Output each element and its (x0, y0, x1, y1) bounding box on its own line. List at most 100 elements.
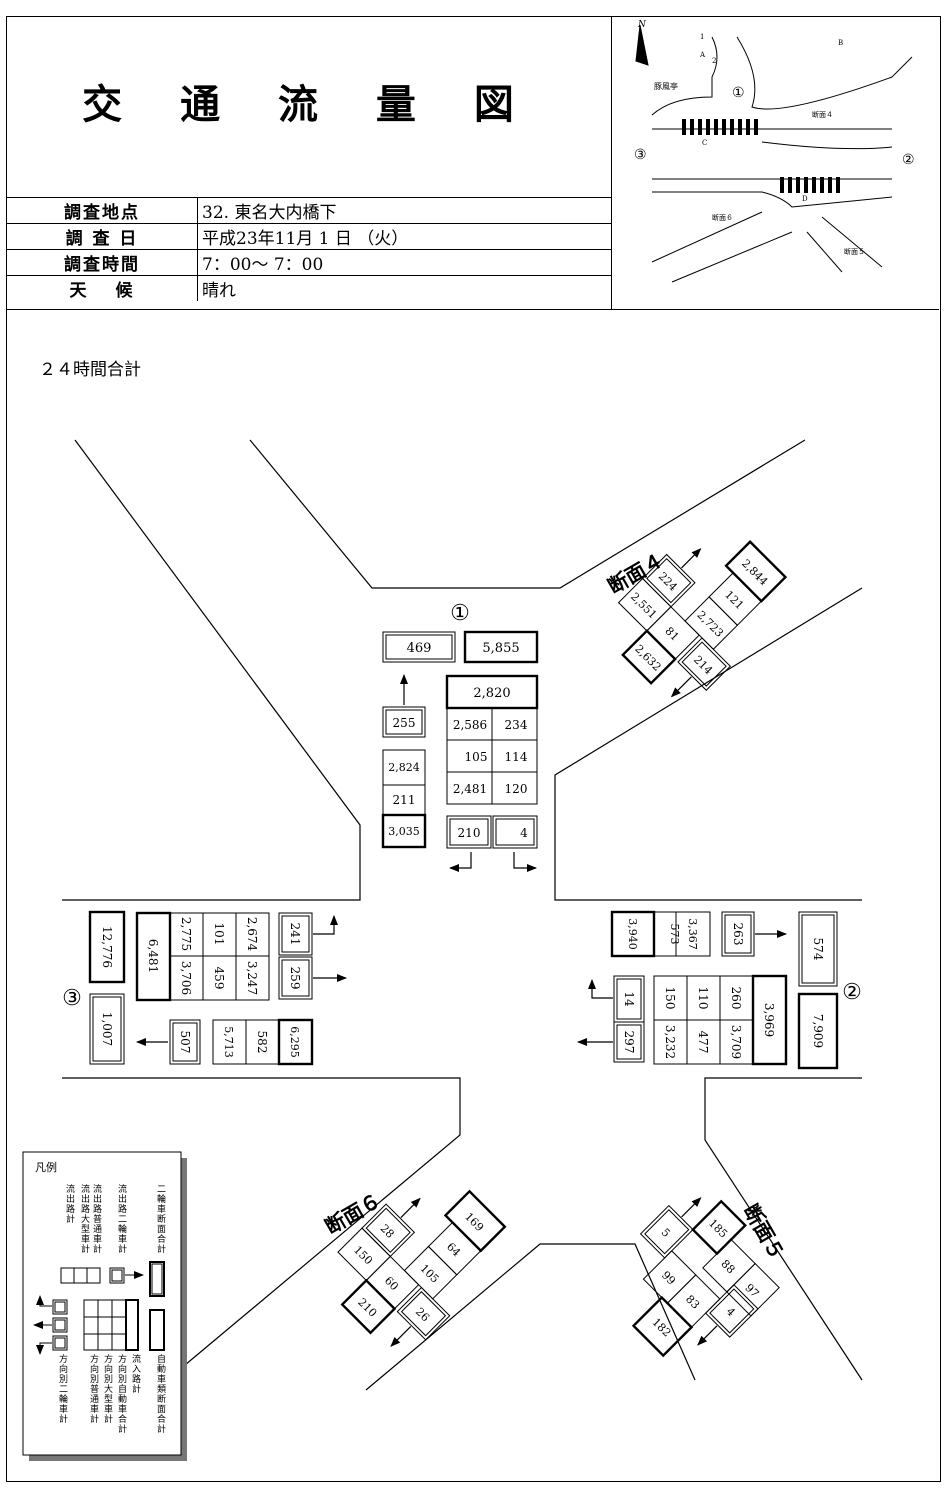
location-keymap: N 豚風亭 ① ② ③ 断面４ 断面５ 断面６ 1 2 A B C D (634, 20, 915, 283)
keymap-sec4: 断面４ (812, 110, 833, 119)
s4-large-b: 121 (722, 588, 746, 612)
east-in-twowheel: 263 (731, 923, 745, 946)
east-grid-cell: 260 (729, 987, 743, 1010)
section-4: 断面４ 2,632 81 2,551 224 2,723 121 2,844 2… (604, 540, 788, 698)
west-in-twowheel: 507 (178, 1031, 192, 1054)
west-grid-cell: 2,674 (245, 917, 259, 952)
approach-label-3: ③ (62, 986, 82, 1011)
info-value: 7：00～ 7：00 (197, 249, 612, 276)
west-up-arrow-icon (313, 915, 338, 935)
north-dir-twowheel: 210 (458, 826, 481, 840)
approach-east: ② 3,940 573 3,367 263 574 14 297 150 110… (577, 910, 862, 1070)
east-dir-twowheel: 14 (622, 991, 636, 1007)
east-grid-cell: 150 (663, 987, 677, 1010)
legend-bottom-label: 自動車類断面合計 (157, 1353, 166, 1435)
approach-label-2: ② (842, 980, 862, 1005)
s5-twowheel-a: 5 (659, 1226, 673, 1240)
north-section-total: 5,855 (482, 641, 519, 656)
s5-total-a: 185 (706, 1217, 730, 1241)
s5-arrow-in-icon (697, 1325, 718, 1346)
north-grid-cell: 2,586 (453, 718, 487, 732)
s5-total-b: 182 (649, 1316, 673, 1340)
approach-west: ③ 12,776 6,481 2,775 101 2,674 3,706 459… (62, 910, 347, 1066)
north-out-total: 3,035 (388, 825, 420, 838)
west-grid-cell: 3,706 (179, 961, 193, 995)
east-out-large: 573 (668, 924, 681, 945)
subtitle: ２４時間合計 (39, 360, 141, 380)
s4-large-a: 81 (662, 624, 681, 643)
keymap-dir: A (699, 51, 706, 59)
info-row-date: 調 査 日平成23年11月 1 日 （火） (7, 223, 612, 250)
east-grid-cell: 3,709 (729, 1025, 743, 1059)
north-grid-cell: 234 (505, 718, 528, 732)
east-dir-twowheel: 297 (622, 1031, 636, 1054)
east-up-arrow-icon (588, 979, 613, 999)
east-in-total: 3,969 (762, 1003, 776, 1037)
north-grid-cell: 114 (505, 750, 528, 764)
s5-v2: 97 (742, 1281, 761, 1300)
road-edges (62, 439, 863, 1391)
north-section-total-box (463, 630, 539, 664)
keymap-dir: 1 (700, 33, 704, 41)
keymap-dir: 2 (712, 57, 716, 65)
legend-top-label: 流出路二輪車計 (118, 1183, 127, 1255)
info-key: 調査地点 (7, 197, 198, 224)
s6-v4: 64 (444, 1240, 463, 1259)
north-out-large: 211 (393, 793, 416, 807)
west-grid-cell: 3,247 (245, 961, 259, 995)
info-row-time: 調査時間 7：00～ 7：00 (7, 249, 612, 276)
s4-arrow-out-icon (681, 548, 702, 569)
s4-arrow-in-icon (670, 676, 692, 698)
legend-top-label: 流出路計 (66, 1183, 75, 1225)
s6-v3: 105 (418, 1262, 442, 1286)
north-grid-cell: 105 (465, 750, 488, 764)
header-divider (611, 17, 612, 309)
keymap-label-2: ② (902, 152, 915, 168)
west-out-twowheel: 1,007 (100, 1012, 114, 1046)
east-grid-cell: 110 (696, 987, 710, 1010)
legend-bottom-label: 方向別大型車計 (104, 1353, 113, 1425)
s6-twowheel-a: 28 (378, 1222, 397, 1241)
s6-total-b: 169 (462, 1210, 486, 1234)
s5-v1: 88 (718, 1257, 737, 1276)
east-out-twowheel: 574 (811, 938, 825, 961)
section-5: 断面５ 185 88 97 5 99 83 4 182 (631, 1197, 789, 1358)
keymap-dir: C (702, 139, 707, 147)
north-in-total: 2,820 (473, 686, 510, 701)
info-row-weather: 天 候晴れ (7, 275, 612, 301)
east-out-total: 3,940 (626, 918, 639, 950)
approach-label-1: ① (450, 601, 470, 626)
north-arrow-icon (635, 24, 649, 66)
s5-twowheel-b: 4 (724, 1305, 738, 1319)
legend-title: 凡例 (35, 1160, 57, 1174)
info-key: 調査時間 (7, 249, 198, 276)
east-out-regular: 3,367 (686, 918, 699, 950)
west-grid-cell: 459 (212, 967, 226, 990)
keymap-place: 豚風亭 (654, 81, 678, 91)
west-section-total: 12,776 (100, 926, 114, 968)
west-out-total: 6,295 (288, 1026, 301, 1058)
s5-v3: 99 (659, 1269, 678, 1288)
north-dir-twowheel: 4 (520, 826, 528, 840)
info-value: 32. 東名大内橋下 (197, 197, 612, 224)
east-grid-cell: 3,232 (663, 1025, 677, 1059)
keymap-label-3: ③ (634, 147, 647, 163)
west-grid-cell: 2,775 (179, 917, 193, 951)
keymap-dir: D (802, 195, 808, 203)
north-right-arrow-icon (513, 852, 537, 872)
s6-total-a: 210 (355, 1296, 379, 1320)
north-grid-cell: 2,481 (453, 782, 487, 796)
keymap-label-1: ① (732, 85, 745, 101)
keymap-sec6: 断面６ (712, 213, 733, 222)
legend-bottom-label: 流入路計 (132, 1353, 141, 1395)
west-in-total: 6,481 (146, 939, 160, 973)
west-dir-twowheel: 241 (288, 923, 302, 946)
keymap-dir: B (838, 39, 843, 47)
info-value: 晴れ (197, 275, 612, 301)
north-left-arrow-icon (449, 852, 472, 872)
legend-top-label: 流出路大型車計 (81, 1183, 90, 1255)
s6-v1: 60 (382, 1274, 401, 1293)
